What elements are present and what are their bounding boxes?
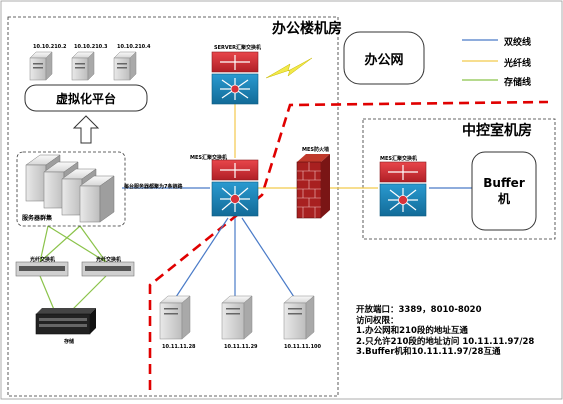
note-access-heading: 访问权限： xyxy=(356,315,399,326)
virtual-host-ip: 10.10.210.4 xyxy=(117,44,151,50)
bottom-server-ip: 10.11.11.100 xyxy=(284,344,322,350)
office-room-boundary xyxy=(7,16,339,397)
office-room-title: 办公楼机房 xyxy=(272,21,342,37)
security-boundary-line xyxy=(148,100,549,390)
access-notes: 开放端口：3389，8010-8020 访问权限： 1.办公网和210段的地址互… xyxy=(356,305,534,358)
bottom-server-ip: 10.11.11.28 xyxy=(162,344,196,350)
fc-switch-icons xyxy=(15,261,135,277)
note-rule-3: 3.Buffer机和10.11.11.97/28互通 xyxy=(356,347,501,357)
storage-label: 存储 xyxy=(64,339,75,345)
cluster-server-icons xyxy=(25,154,115,223)
firewall-icon xyxy=(296,154,330,219)
link-mes-to-server-3 xyxy=(241,217,297,301)
bottom-server-ip: 10.11.11.29 xyxy=(224,344,258,350)
link-note: 每台服务器都聚为7条链路 xyxy=(124,184,183,190)
storage-links xyxy=(39,225,107,313)
fc-switch-label: 光纤交换机 xyxy=(96,257,122,263)
legend-label-storage: 存储线 xyxy=(504,78,532,88)
legend-label-fiber: 光纤线 xyxy=(504,59,532,69)
central-switch-label: MES汇聚交换机 xyxy=(380,156,417,162)
note-rule-2: 2.只允许210段的地址访问 10.11.11.97/28 xyxy=(356,336,535,347)
central-switch-icon xyxy=(379,161,427,217)
central-room-title: 中控室机房 xyxy=(462,123,532,139)
office-network-label: 办公网 xyxy=(364,52,404,68)
fc-switch-label: 光纤交换机 xyxy=(30,257,56,263)
core-switch-label: SERVER汇聚交换机 xyxy=(214,45,262,51)
up-arrow-icon xyxy=(72,115,100,144)
buffer-machine-label: Buffer 机 xyxy=(483,176,525,206)
central-room-boundary xyxy=(362,118,556,240)
mes-switch-label: MES汇聚交换机 xyxy=(190,155,227,161)
wan-link-lightning-icon xyxy=(265,57,313,79)
note-rule-1: 1.办公网和210段的地址互通 xyxy=(356,326,468,336)
office-network-box xyxy=(343,31,425,85)
virtual-host-icons xyxy=(29,51,137,81)
buffer-machine-box xyxy=(471,151,537,231)
storage-icon xyxy=(35,308,96,335)
note-open-ports: 开放端口：3389，8010-8020 xyxy=(356,305,482,315)
server-cluster-box xyxy=(16,151,126,227)
virtual-platform-label: 虚拟化平台 xyxy=(55,91,116,106)
mes-switch-icon xyxy=(211,159,259,217)
core-switch-icon xyxy=(211,51,259,105)
server-cluster-label: 服务器群集 xyxy=(22,215,53,222)
legend xyxy=(462,39,498,81)
legend-label-twisted-pair: 双绞线 xyxy=(504,38,532,48)
virtual-platform-box xyxy=(24,84,148,112)
virtual-host-ip: 10.10.210.3 xyxy=(74,44,108,50)
virtual-host-ip: 10.10.210.2 xyxy=(33,44,67,50)
bottom-server-icons xyxy=(159,295,315,340)
mes-firewall-label: MES防火墙 xyxy=(302,147,329,153)
link-mes-to-server-1 xyxy=(173,217,229,301)
